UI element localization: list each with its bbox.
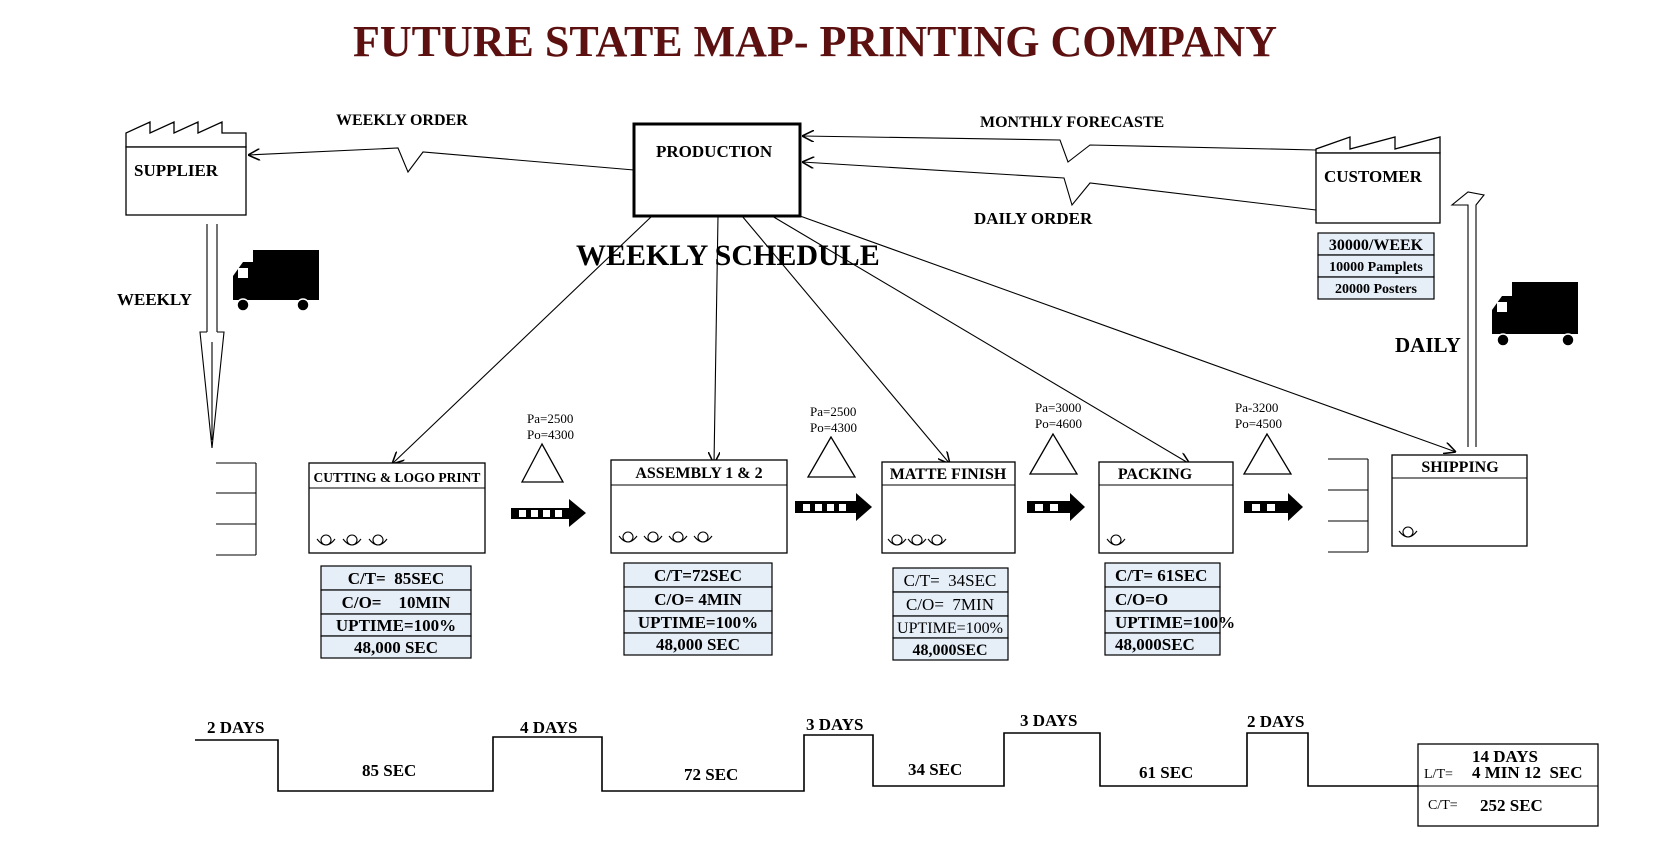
process-matte-finish: MATTE FINISH bbox=[881, 461, 1016, 554]
push-arrow-2 bbox=[795, 493, 872, 521]
timeline-days-4: 3 DAYS bbox=[1020, 711, 1077, 730]
customer-label: CUSTOMER bbox=[1324, 167, 1423, 186]
operator-icon bbox=[1398, 526, 1418, 538]
timeline-ladder bbox=[195, 732, 1418, 792]
changeover-time: C/O= 10MIN bbox=[342, 593, 452, 612]
cycle-time: C/T=72SEC bbox=[654, 566, 742, 585]
uptime: UPTIME=100% bbox=[897, 620, 1003, 637]
inventory-3: Pa=3000 Po=4600 bbox=[1028, 400, 1082, 475]
raw-material-supermarket bbox=[216, 462, 257, 556]
weekly-order-arrow bbox=[248, 147, 635, 174]
production-label: PRODUCTION bbox=[656, 142, 773, 161]
inventory-po: Po=4300 bbox=[810, 420, 857, 435]
supplier-truck-icon bbox=[233, 250, 319, 312]
customer-posters: 20000 Posters bbox=[1335, 282, 1418, 297]
customer-data-box: 30000/WEEK 10000 Pamplets 20000 Posters bbox=[1317, 232, 1435, 300]
production-control: PRODUCTION bbox=[632, 122, 802, 218]
supplier-shipment-arrow bbox=[199, 224, 225, 449]
customer-truck-icon bbox=[1492, 282, 1578, 347]
inventory-2: Pa=2500 Po=4300 bbox=[806, 404, 857, 478]
available-time: 48,000SEC bbox=[912, 642, 987, 659]
monthly-forecast-arrow bbox=[802, 136, 1317, 163]
available-time: 48,000 SEC bbox=[354, 638, 438, 657]
inventory-1: Pa=2500 Po=4300 bbox=[520, 411, 574, 483]
cycle-time: C/T= 34SEC bbox=[904, 571, 997, 590]
cycle-time: C/T= 85SEC bbox=[348, 569, 445, 588]
timeline-days-1: 2 DAYS bbox=[207, 718, 264, 737]
operator-icon bbox=[618, 531, 713, 543]
operator-icon bbox=[887, 534, 947, 546]
schedule-line-assembly bbox=[714, 215, 718, 464]
shipping-to-customer-arrow bbox=[1450, 191, 1486, 447]
inventory-4: Pa-3200 Po=4500 bbox=[1235, 400, 1293, 475]
process-name: MATTE FINISH bbox=[890, 466, 1007, 483]
schedule-line-shipping bbox=[799, 215, 1456, 452]
operator-icon bbox=[316, 534, 388, 546]
weekly-delivery-label: WEEKLY bbox=[117, 290, 192, 309]
data-box-assembly: C/T=72SEC C/O= 4MIN UPTIME=100% 48,000 S… bbox=[623, 562, 773, 656]
monthly-forecast-label: MONTHLY FORECASTE bbox=[980, 114, 1164, 131]
lead-time-summary: 14 DAYS L/T= 4 MIN 12 SEC C/T= 252 SEC bbox=[1417, 743, 1599, 827]
uptime: UPTIME=100% bbox=[336, 616, 456, 635]
push-arrow-1 bbox=[511, 499, 586, 527]
timeline-sec-4: 61 SEC bbox=[1139, 763, 1193, 782]
timeline-days-2: 4 DAYS bbox=[520, 718, 577, 737]
inventory-pa: Pa=2500 bbox=[810, 404, 856, 419]
map-title: FUTURE STATE MAP- PRINTING COMPANY bbox=[353, 17, 1277, 66]
summary-lead-time-days: 14 DAYS bbox=[1472, 747, 1538, 766]
weekly-schedule-label: WEEKLY SCHEDULE bbox=[576, 239, 880, 272]
inventory-po: Po=4500 bbox=[1235, 416, 1282, 431]
process-shipping: SHIPPING bbox=[1391, 454, 1528, 547]
uptime: UPTIME=100% bbox=[638, 613, 758, 632]
summary-lead-time-value: 4 MIN 12 SEC bbox=[1472, 763, 1583, 782]
weekly-order-label: WEEKLY ORDER bbox=[336, 112, 468, 129]
process-name: PACKING bbox=[1118, 466, 1193, 483]
push-arrow-4 bbox=[1244, 493, 1303, 521]
process-cutting-logo-print: CUTTING & LOGO PRINT bbox=[308, 462, 486, 554]
customer-demand: 30000/WEEK bbox=[1329, 237, 1424, 254]
changeover-time: C/O= 7MIN bbox=[906, 595, 994, 614]
summary-cycle-time-label: C/T= bbox=[1428, 798, 1458, 813]
inventory-pa: Pa=3000 bbox=[1035, 400, 1081, 415]
changeover-time: C/O=O bbox=[1115, 590, 1168, 609]
daily-order-arrow bbox=[802, 162, 1317, 211]
data-box-cutting: C/T= 85SEC C/O= 10MIN UPTIME=100% 48,000… bbox=[320, 565, 472, 659]
schedule-line-cutting bbox=[392, 215, 653, 464]
supplier-label: SUPPLIER bbox=[134, 161, 219, 180]
customer-pamphlets: 10000 Pamplets bbox=[1329, 260, 1423, 275]
cycle-time: C/T= 61SEC bbox=[1115, 566, 1207, 585]
timeline-sec-1: 85 SEC bbox=[362, 761, 416, 780]
operator-icon bbox=[1106, 534, 1126, 546]
daily-order-label: DAILY ORDER bbox=[974, 209, 1093, 228]
process-assembly: ASSEMBLY 1 & 2 bbox=[610, 459, 788, 554]
process-packing: PACKING bbox=[1098, 461, 1234, 554]
process-name: ASSEMBLY 1 & 2 bbox=[635, 465, 762, 482]
timeline-sec-3: 34 SEC bbox=[908, 760, 962, 779]
supplier-factory: SUPPLIER bbox=[125, 120, 247, 216]
inventory-po: Po=4600 bbox=[1035, 416, 1082, 431]
timeline-days-3: 3 DAYS bbox=[806, 715, 863, 734]
uptime: UPTIME=100% bbox=[1115, 613, 1235, 632]
push-arrow-3 bbox=[1027, 493, 1085, 521]
available-time: 48,000SEC bbox=[1115, 635, 1195, 654]
finished-goods-supermarket bbox=[1328, 458, 1369, 553]
timeline-days-5: 2 DAYS bbox=[1247, 712, 1304, 731]
process-name: SHIPPING bbox=[1421, 459, 1499, 476]
schedule-line-packing bbox=[771, 215, 1190, 464]
customer-factory: CUSTOMER bbox=[1315, 136, 1441, 224]
available-time: 48,000 SEC bbox=[656, 635, 740, 654]
inventory-pa: Pa=2500 bbox=[527, 411, 573, 426]
inventory-pa: Pa-3200 bbox=[1235, 400, 1278, 415]
changeover-time: C/O= 4MIN bbox=[654, 590, 742, 609]
data-box-matte: C/T= 34SEC C/O= 7MIN UPTIME=100% 48,000S… bbox=[892, 567, 1009, 661]
process-name: CUTTING & LOGO PRINT bbox=[314, 470, 481, 485]
daily-shipment-label: DAILY bbox=[1395, 333, 1461, 357]
summary-lead-time-label: L/T= bbox=[1424, 767, 1453, 782]
data-box-packing: C/T= 61SEC C/O=O UPTIME=100% 48,000SEC bbox=[1104, 562, 1235, 656]
inventory-po: Po=4300 bbox=[527, 427, 574, 442]
summary-cycle-time-value: 252 SEC bbox=[1480, 796, 1543, 815]
timeline-sec-2: 72 SEC bbox=[684, 765, 738, 784]
schedule-line-matte bbox=[741, 215, 950, 464]
